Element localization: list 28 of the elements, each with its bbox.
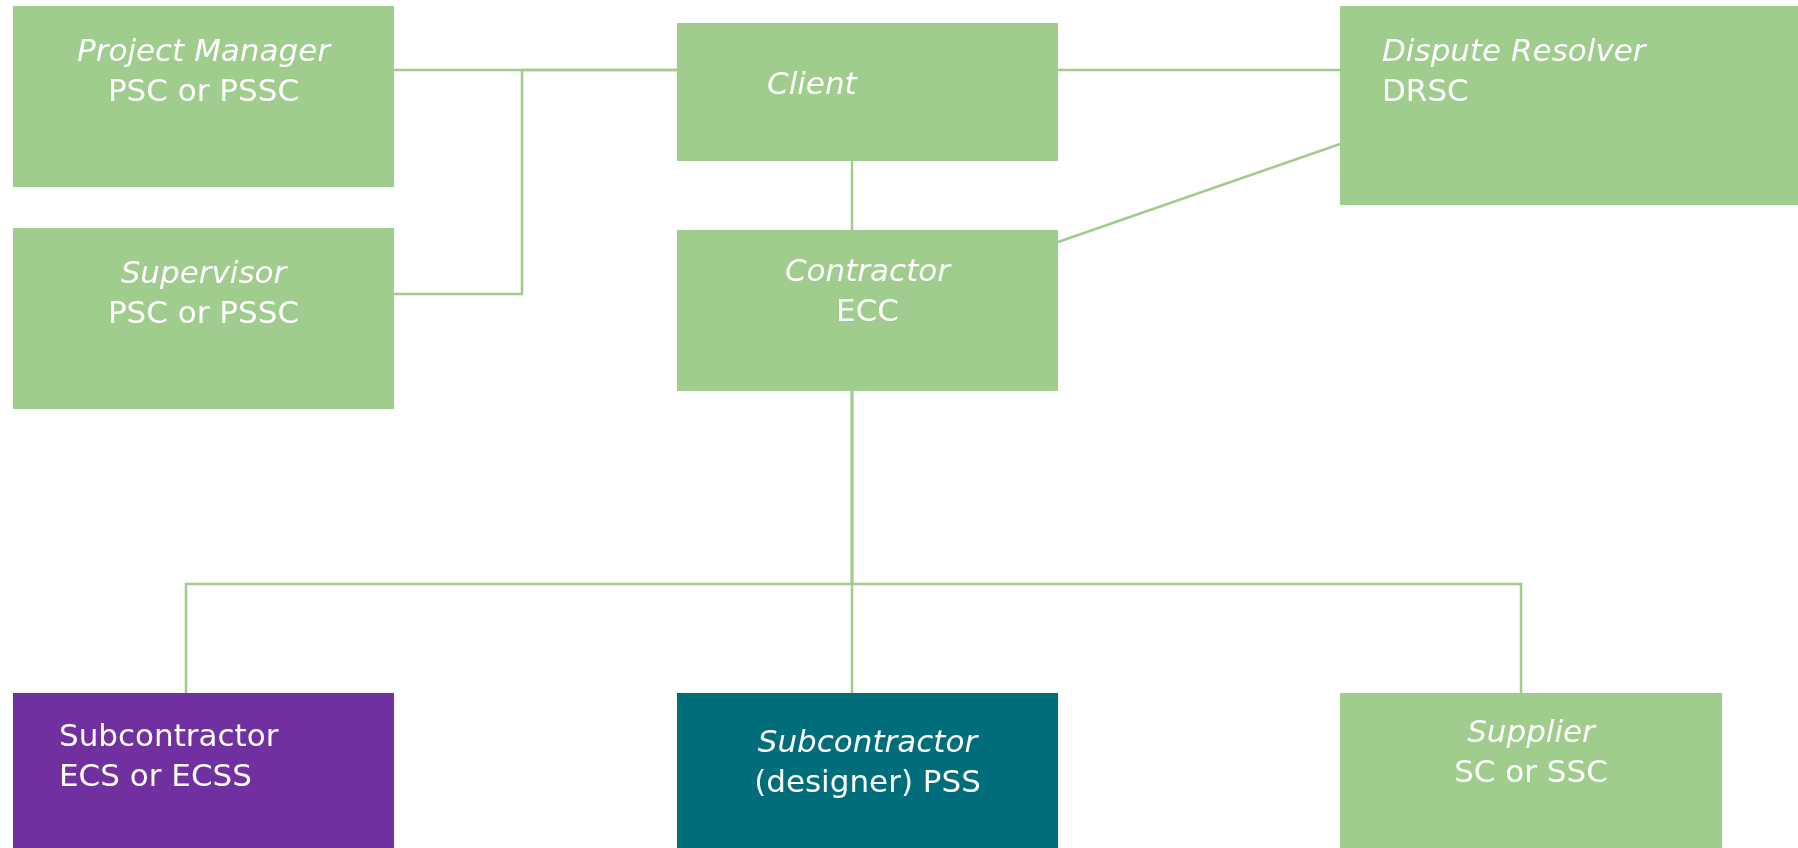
role-box <box>13 6 394 187</box>
role-box <box>677 693 1058 848</box>
connector-line <box>1057 142 1341 244</box>
contract-code: (designer) PSS <box>753 762 982 802</box>
role-box <box>677 230 1058 391</box>
role-title: Dispute Resolver <box>1382 31 1648 70</box>
contract-code: PSC or PSSC <box>106 71 301 111</box>
role-title: Project Manager <box>76 31 333 70</box>
role-title: Supplier <box>1466 712 1598 751</box>
contract-code: ECC <box>835 291 900 331</box>
role-box <box>1340 693 1722 848</box>
role-box <box>13 693 394 848</box>
contract-code: SC or SSC <box>1453 752 1609 792</box>
role-box <box>1340 6 1798 205</box>
connector-line <box>850 161 854 230</box>
role-title: Client <box>767 64 859 103</box>
role-box <box>13 228 394 409</box>
role-title: Subcontractor <box>756 722 980 761</box>
contract-code: PSC or PSSC <box>106 293 301 333</box>
contract-code: ECS or ECSS <box>59 756 253 796</box>
role-box <box>677 23 1058 161</box>
role-title: Subcontractor <box>59 716 280 755</box>
role-title: Contractor <box>783 251 953 290</box>
connector-line <box>850 391 1523 693</box>
connector-line <box>1058 68 1340 72</box>
connector-line <box>394 68 677 296</box>
contract-code: DRSC <box>1382 71 1470 111</box>
role-title: Supervisor <box>119 253 289 292</box>
